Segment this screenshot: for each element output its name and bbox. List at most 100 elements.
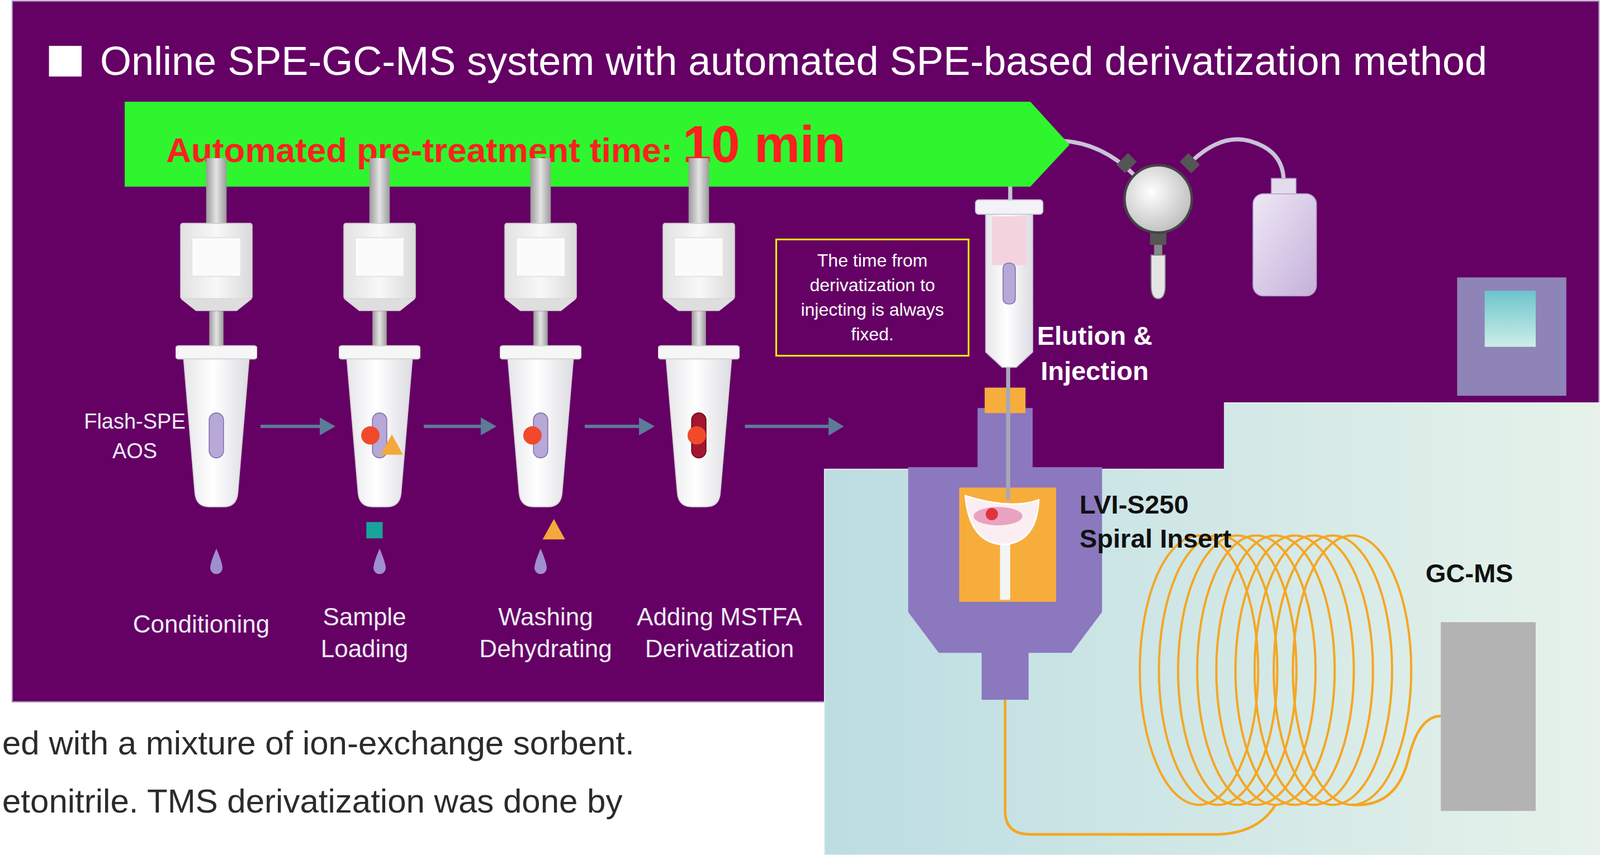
cartridge-tube [508,358,574,507]
flow-arrow [584,417,655,436]
valve-port [1179,153,1200,174]
probe-taper [343,299,416,312]
syringe-needle [1006,362,1011,500]
probe-rod [206,158,227,226]
probe-holder [504,223,577,300]
note-box: The time from derivatization to injectin… [775,238,970,357]
arrow-head [638,417,655,436]
arrow-head [480,417,497,436]
text-label: ed with a mixture of ion-exchange sorben… [2,722,808,765]
probe-rod [369,158,391,226]
arrow-head [319,417,336,436]
note-text: The time from derivatization to injectin… [788,248,957,348]
time-banner-arrow: Automated pre-treatment time:10 min [124,101,1070,187]
vial [1151,254,1166,299]
text-label: Flash-SPE AOS [76,406,194,467]
arrow-head [828,417,844,437]
injector-nut [977,408,1034,470]
sample-liquid [973,507,1023,526]
cartridge-tube [183,358,250,507]
insert-stem [1000,538,1011,601]
cartridge-flange [499,346,582,360]
spiral-insert [965,495,1039,546]
flow-arrow [744,424,829,429]
monitor-box [1456,277,1566,396]
ms-detector [1440,622,1536,812]
injector-cap [984,387,1026,414]
probe-taper [504,299,577,312]
page-title: Online SPE-GC-MS system with automated S… [100,36,1488,85]
injector-body [907,467,1102,700]
ellipse-part [1293,535,1412,806]
probe-window [674,237,724,277]
analyte-dot [523,426,542,446]
eluate-drop [373,548,386,575]
analyte-dot [985,508,998,521]
matrix-triangle [542,519,566,540]
flow-arrow [423,417,497,436]
step-label: Adding MSTFA Derivatization [624,600,815,665]
bullet-square [49,45,82,77]
cartridge-tube [347,358,413,507]
probe-rod [688,158,710,226]
solvent-tube [1191,139,1284,182]
valve-port [1116,153,1137,174]
flow-arrow [260,417,336,436]
probe-stem [533,311,548,349]
cartridge-tube [666,358,732,507]
text-label: LVI-S250 Spiral Insert [1079,487,1259,556]
process-step: Washing Dehydrating [499,158,582,582]
probe-window [354,237,405,277]
syringe-flange [975,200,1043,215]
analyte-dot [361,426,380,446]
column-line [1351,716,1441,806]
probe-taper [663,299,735,312]
process-step: Conditioning [175,158,258,582]
probe-window [191,237,241,277]
probe-stem [372,311,387,349]
step-label: Conditioning [117,608,286,641]
probe-window [516,237,566,277]
matrix-square [366,522,383,539]
ellipse-part [1273,535,1393,806]
sorbent-bed [209,413,224,458]
injector-chamber [959,488,1057,603]
banner-arrow-fill [124,101,1070,187]
step-label: Washing Dehydrating [464,600,627,665]
cartridge-flange [175,346,258,360]
spe-cartridge [175,158,258,582]
matrix-triangle [380,434,404,455]
analyte-dot [687,426,707,446]
process-step: Adding MSTFA Derivatization [658,158,740,582]
bottle-neck [1271,178,1296,196]
text-label: GC-MS [1425,556,1571,591]
spe-cartridge [658,158,740,582]
cartridge-flange [338,346,421,360]
arrow-line [584,424,641,429]
ellipse-part [1158,535,1278,806]
text-label: etonitrile. TMS derivatization was done … [2,780,808,823]
ellipse-part [1216,535,1336,806]
spe-cartridge [338,158,421,582]
probe-stem [209,311,224,349]
solvent-bottle [1252,193,1317,297]
text-label: Elution & Injection [1021,318,1168,390]
ellipse-part [1177,535,1297,806]
eluate-drop [210,548,223,575]
syringe-plunger [991,216,1027,266]
syringe-sorbent [1002,263,1016,305]
column-coil [1139,535,1412,806]
gc-ms-housing [824,403,1600,855]
banner-text: Automated pre-treatment time: [166,130,673,170]
arrow-line [423,424,482,429]
ellipse-part [1196,535,1316,806]
ellipse-part [1139,535,1259,806]
arrow-line [260,424,321,429]
column-line [1005,693,1276,835]
spe-cartridge [499,158,582,582]
probe-rod [530,158,552,226]
monitor-screen [1484,290,1536,347]
probe-holder [343,223,416,300]
eluate-drop [534,548,547,575]
